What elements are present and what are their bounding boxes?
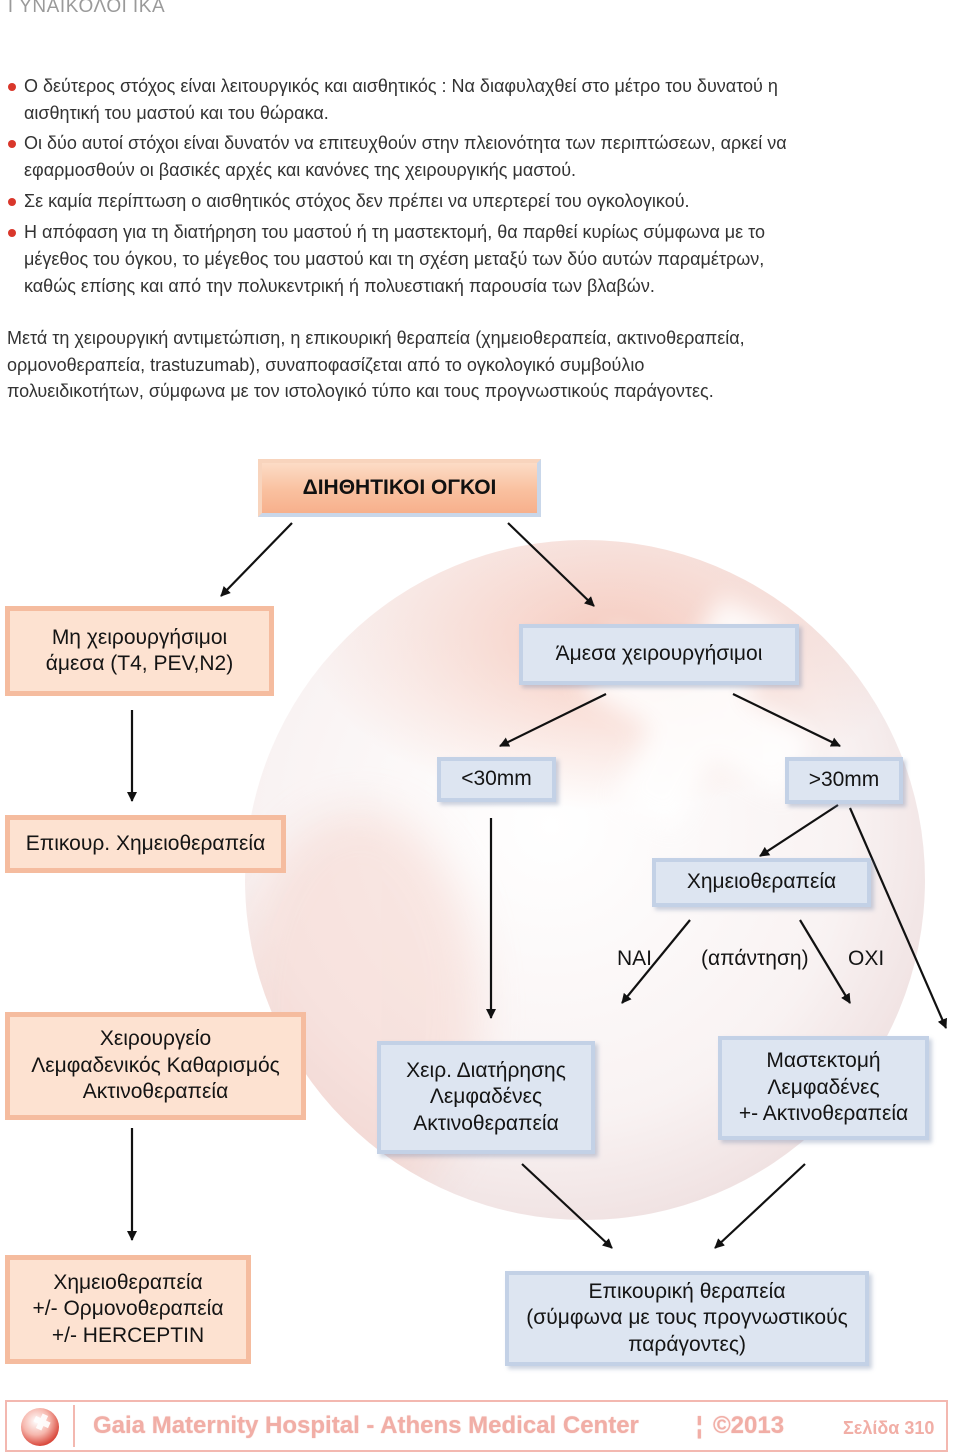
- bullet-item: Η απόφαση για τη διατήρηση του μαστού ή …: [8, 219, 765, 300]
- page-footer: Gaia Maternity Hospital - Athens Medical…: [5, 1400, 948, 1452]
- node-label: Λεμφαδένες: [429, 1085, 543, 1109]
- response-label: (απάντηση): [701, 947, 809, 970]
- bullet-line: αισθητική του μαστού και του θώρακα.: [24, 103, 329, 123]
- bullet-line: μέγεθος του όγκου, το μέγεθος του μαστού…: [24, 249, 765, 269]
- node-label: άμεσα (T4, PEV,N2): [45, 652, 234, 675]
- bullet-dot-icon: [8, 140, 16, 148]
- node-label: Λεμφαδένες: [767, 1075, 880, 1099]
- node-label: <30mm: [461, 767, 532, 791]
- flow-node-over-30mm: >30mm: [785, 757, 903, 804]
- flow-node-breast-conservation: Χειρ. Διατήρησης Λεμφαδένες Ακτινοθεραπε…: [377, 1041, 595, 1154]
- flow-node-systemic-therapy: Χημειοθεραπεία +/- Ορμονοθεραπεία +/- HE…: [5, 1255, 251, 1364]
- node-label: Ακτινοθεραπεία: [413, 1111, 559, 1135]
- footer-divider: [73, 1405, 75, 1447]
- paragraph-line: πολυειδικοτήτων, σύμφωνα με τον ιστολογι…: [7, 381, 714, 401]
- footer-copyright: ©2013: [713, 1412, 785, 1439]
- bullet-item: Οι δύο αυτοί στόχοι είναι δυνατόν να επι…: [8, 130, 787, 184]
- footer-separator: ¦: [696, 1412, 703, 1439]
- node-label: ΔΙΗΘΗΤΙΚΟΙ ΟΓΚΟΙ: [302, 475, 497, 499]
- node-label: +- Ακτινοθεραπεία: [738, 1102, 909, 1126]
- node-label: +/- Ορμονοθεραπεία: [32, 1297, 224, 1321]
- flow-node-inoperable: Μη χειρουργήσιμοι άμεσα (T4, PEV,N2): [5, 606, 274, 696]
- flow-node-surgery: Χειρουργείο Λεμφαδενικός Καθαρισμός Ακτι…: [5, 1012, 306, 1120]
- node-label: Άμεσα χειρουργήσιμοι: [555, 642, 763, 666]
- bullet-line: Ο δεύτερος στόχος είναι λειτουργικός και…: [24, 76, 778, 96]
- response-yes-label: ΝΑΙ: [617, 947, 653, 970]
- bullet-line: Η απόφαση για τη διατήρηση του μαστού ή …: [24, 222, 765, 242]
- flow-node-invasive-tumors: ΔΙΗΘΗΤΙΚΟΙ ΟΓΚΟΙ: [258, 459, 541, 517]
- node-label: (σύμφωνα με τους προγνωστικούς: [526, 1306, 848, 1330]
- flow-node-mastectomy: Μαστεκτομή Λεμφαδένες +- Ακτινοθεραπεία: [718, 1036, 929, 1140]
- bullet-line: καθώς επίσης και από την πολυκεντρική ή …: [24, 276, 655, 296]
- flow-node-adjuvant-therapy: Επικουρική θεραπεία (σύμφωνα με τους προ…: [505, 1271, 869, 1366]
- footer-institution: Gaia Maternity Hospital - Athens Medical…: [93, 1412, 639, 1439]
- node-label: Μη χειρουργήσιμοι: [51, 625, 228, 649]
- body-paragraph: Μετά τη χειρουργική αντιμετώπιση, η επικ…: [7, 325, 745, 405]
- node-label: +/- HERCEPTIN: [51, 1323, 205, 1347]
- bullet-item: Ο δεύτερος στόχος είναι λειτουργικός και…: [8, 73, 778, 127]
- bullet-line: Οι δύο αυτοί στόχοι είναι δυνατόν να επι…: [24, 133, 787, 153]
- flow-node-under-30mm: <30mm: [437, 757, 556, 802]
- node-label: Μαστεκτομή: [766, 1049, 881, 1073]
- node-label: Λεμφαδενικός Καθαρισμός: [31, 1053, 280, 1077]
- bullet-line: εφαρμοσθούν οι βασικές αρχές και κανόνες…: [24, 160, 577, 180]
- paragraph-line: Μετά τη χειρουργική αντιμετώπιση, η επικ…: [7, 328, 745, 348]
- bullet-dot-icon: [8, 198, 16, 206]
- node-label: Χημειοθεραπεία: [686, 870, 837, 894]
- node-label: Ακτινοθεραπεία: [82, 1080, 229, 1104]
- node-label: Χειρουργείο: [99, 1027, 212, 1051]
- node-label: Χημειοθεραπεία: [53, 1270, 203, 1294]
- hospital-logo-icon: [21, 1408, 59, 1446]
- flow-node-adjuvant-chemo: Επικουρ. Χημειοθεραπεία: [5, 815, 286, 873]
- bullet-dot-icon: [8, 229, 16, 237]
- node-label: Επικουρική θεραπεία: [588, 1279, 786, 1303]
- page-number: Σελίδα 310: [843, 1418, 935, 1438]
- bullet-dot-icon: [8, 83, 16, 91]
- node-label: >30mm: [808, 768, 880, 792]
- paragraph-line: ορμονοθεραπεία, trastuzumab), συναποφασί…: [7, 354, 645, 375]
- flow-node-neoadjuvant-chemo: Χημειοθεραπεία: [652, 858, 871, 907]
- page-section-title: ΓΥΝΑΙΚΟΛΟΓΙΚΑ: [8, 0, 166, 17]
- node-label: Χειρ. Διατήρησης: [406, 1058, 566, 1082]
- response-no-label: ΟΧΙ: [848, 947, 885, 970]
- node-label: παράγοντες): [628, 1332, 746, 1356]
- node-label: Επικουρ. Χημειοθεραπεία: [25, 831, 266, 855]
- bullet-item: Σε καμία περίπτωση ο αισθητικός στόχος δ…: [8, 188, 690, 215]
- bullet-line: Σε καμία περίπτωση ο αισθητικός στόχος δ…: [24, 191, 690, 211]
- flow-node-operable: Άμεσα χειρουργήσιμοι: [519, 624, 799, 685]
